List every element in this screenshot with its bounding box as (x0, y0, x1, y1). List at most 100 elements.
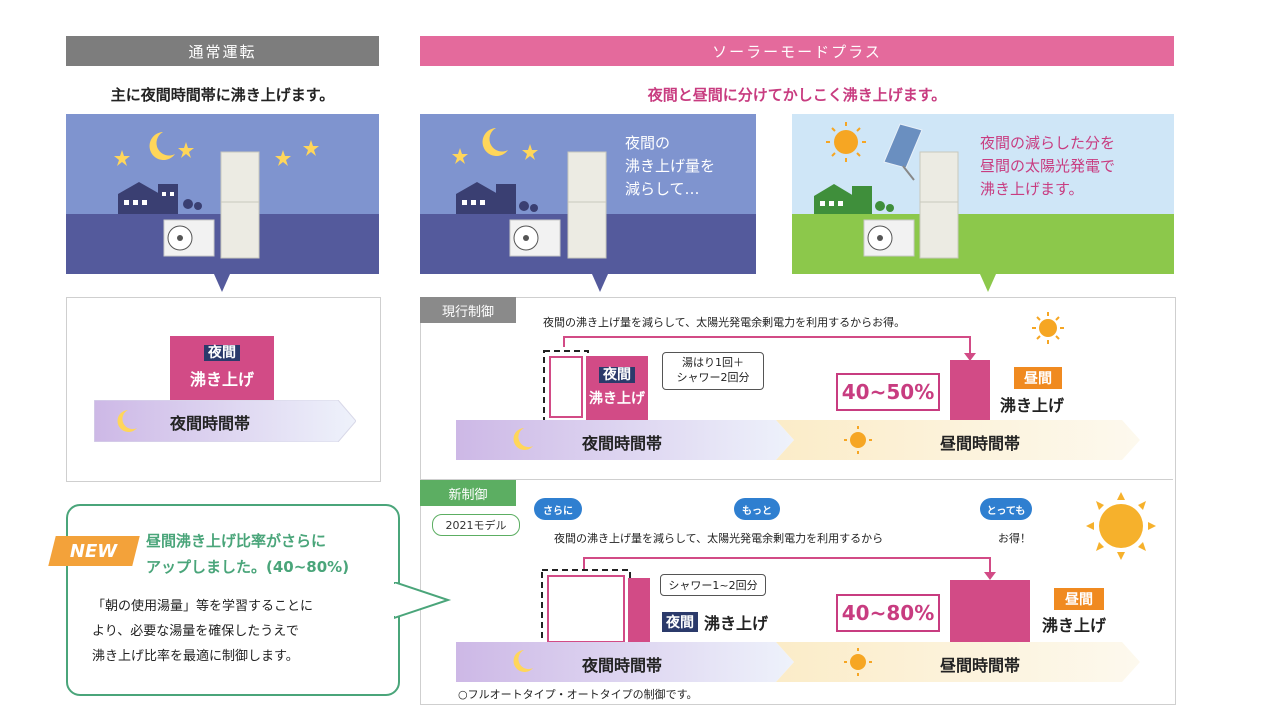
bubble-motto-label: もっと (742, 505, 772, 517)
day-caption-line-3: 沸き上げます。 (980, 180, 1084, 198)
current-callout: 湯はり1回＋ シャワー2回分 (662, 352, 764, 390)
new-badge-label: NEW (70, 540, 118, 562)
current-night-bar-label: 夜間時間帯 (582, 434, 663, 453)
current-timeline-bar-shape (456, 420, 1140, 460)
new-timeline-bar (456, 642, 1140, 682)
normal-operation-title: 通常運転 (188, 42, 257, 61)
night-caption: 夜間の 沸き上げ量を 減らして… (625, 132, 715, 201)
bubble-tottemo-label: とっても (986, 505, 1026, 517)
new-control-tag-label: 新制御 (448, 487, 488, 503)
new-night-label: 沸き上げ (704, 614, 769, 633)
new-control-note: 夜間の沸き上げ量を減らして、太陽光発電余剰電力を利用するから (554, 532, 884, 545)
new-percentage-badge: 40~80% (836, 594, 940, 632)
new-timeline-bar-shape (456, 642, 1140, 682)
current-control-arrows (543, 336, 976, 424)
night-caption-line-2: 沸き上げ量を (625, 157, 716, 175)
model-2021-label: 2021モデル (445, 519, 507, 532)
current-night-box: 夜間 沸き上げ (586, 356, 648, 422)
new-day-bar-label: 昼間時間帯 (940, 656, 1021, 675)
promo-body-line-2: より、必要な湯量を確保したうえで (92, 624, 299, 639)
normal-operation-header: 通常運転 (66, 36, 379, 66)
new-callout-label: シャワー1~2回分 (668, 579, 758, 592)
day-scene-illustration (792, 114, 1174, 274)
night-heating-box-label-top: 夜間 (204, 345, 240, 361)
moon-icon (513, 650, 533, 672)
sun-icon (844, 648, 872, 676)
current-day-bar-label: 昼間時間帯 (940, 434, 1021, 453)
promo-headline-line-2: アップしました。(40~80%) (146, 558, 350, 576)
night-caption-line-1: 夜間の (625, 134, 671, 152)
sun-icon-current (1030, 310, 1066, 350)
bubble-motto: もっと (734, 498, 780, 520)
night-time-bar-left-shape (93, 399, 357, 443)
pointer-triangle-day (980, 274, 996, 292)
pointer-triangle-left (214, 274, 230, 292)
current-night-box-label-top: 夜間 (599, 367, 635, 383)
current-percentage-value: 40~50% (841, 380, 935, 404)
sun-icon (1086, 492, 1156, 560)
current-night-box-label-bottom: 沸き上げ (589, 391, 645, 407)
bubble-tottemo: とっても (980, 498, 1032, 520)
bubble-sarani-label: さらに (543, 505, 573, 517)
new-night-label-group: 夜間 沸き上げ (662, 610, 768, 634)
promo-body-line-1: 「朝の使用湯量」等を学習することに (92, 599, 314, 614)
day-scene (792, 114, 1174, 274)
current-control-tag: 現行制御 (420, 297, 516, 323)
current-timeline-bar (456, 420, 1140, 460)
footnote: ○フルオートタイプ・オートタイプの制御です。 (458, 688, 698, 701)
solar-mode-plus-title: ソーラーモードプラス (712, 42, 882, 61)
promo-body-line-3: 沸き上げ比率を最適に制御します。 (92, 649, 299, 664)
new-night-bar-label: 夜間時間帯 (582, 656, 663, 675)
current-day-tag: 昼間 (1014, 367, 1062, 389)
night-scene-right (420, 114, 756, 274)
day-caption-line-1: 夜間の減らした分を (980, 134, 1116, 152)
current-control-note: 夜間の沸き上げ量を減らして、太陽光発電余剰電力を利用するからお得。 (543, 316, 906, 329)
new-control-arrows (541, 557, 996, 647)
moon-icon (513, 428, 533, 450)
new-badge: NEW (48, 536, 140, 566)
sun-icon (826, 122, 866, 162)
current-day-label: 沸き上げ (1000, 396, 1065, 415)
solar-mode-plus-header: ソーラーモードプラス (420, 36, 1174, 66)
sun-icon (844, 426, 872, 454)
sun-icon (1032, 312, 1064, 344)
new-night-tag: 夜間 (662, 612, 698, 632)
current-day-box (950, 360, 990, 420)
panel-divider (421, 479, 1173, 480)
current-callout-line-1: 湯はり1回＋ (682, 356, 744, 369)
new-night-box (628, 578, 650, 642)
night-heating-box-label-bottom: 沸き上げ (189, 370, 254, 389)
current-control-tag-label: 現行制御 (441, 304, 494, 320)
current-percentage-badge: 40~50% (836, 373, 940, 411)
night-time-bar-left (93, 399, 357, 443)
night-time-bar-left-label: 夜間時間帯 (170, 414, 251, 433)
night-scene-right-illustration (420, 114, 756, 274)
moon-icon (117, 410, 137, 432)
current-day-tag-label: 昼間 (1024, 371, 1052, 387)
promo-body: 「朝の使用湯量」等を学習することに より、必要な湯量を確保したうえで 沸き上げ比… (92, 594, 313, 669)
bubble-sarani: さらに (534, 498, 582, 520)
promo-headline: 昼間沸き上げ比率がさらに アップしました。(40~80%) (146, 528, 349, 580)
current-callout-line-2: シャワー2回分 (676, 371, 750, 384)
day-caption-line-2: 昼間の太陽光発電で (980, 157, 1116, 175)
new-callout: シャワー1~2回分 (660, 574, 766, 596)
new-day-box (950, 580, 1030, 642)
new-day-tag: 昼間 (1054, 588, 1104, 610)
night-scene-left (66, 114, 379, 274)
night-heating-box: 夜間 沸き上げ (170, 336, 274, 400)
pointer-triangle-night (592, 274, 608, 292)
day-caption: 夜間の減らした分を 昼間の太陽光発電で 沸き上げます。 (980, 132, 1115, 201)
new-day-label: 沸き上げ (1042, 616, 1107, 635)
night-scene-left-illustration (66, 114, 379, 274)
new-control-note-end: お得！ (998, 532, 1031, 545)
solar-mode-plus-subtitle: 夜間と昼間に分けてかしこく沸き上げます。 (647, 86, 947, 104)
night-caption-line-3: 減らして… (625, 180, 700, 198)
normal-operation-subtitle: 主に夜間時間帯に沸き上げます。 (110, 86, 335, 104)
promo-callout-pointer (394, 582, 452, 620)
new-control-tag: 新制御 (420, 480, 516, 506)
sun-icon-new (1078, 488, 1164, 568)
promo-headline-line-1: 昼間沸き上げ比率がさらに (146, 532, 327, 550)
new-percentage-value: 40~80% (841, 601, 935, 625)
new-day-tag-label: 昼間 (1065, 592, 1093, 608)
model-2021-badge: 2021モデル (432, 514, 520, 536)
